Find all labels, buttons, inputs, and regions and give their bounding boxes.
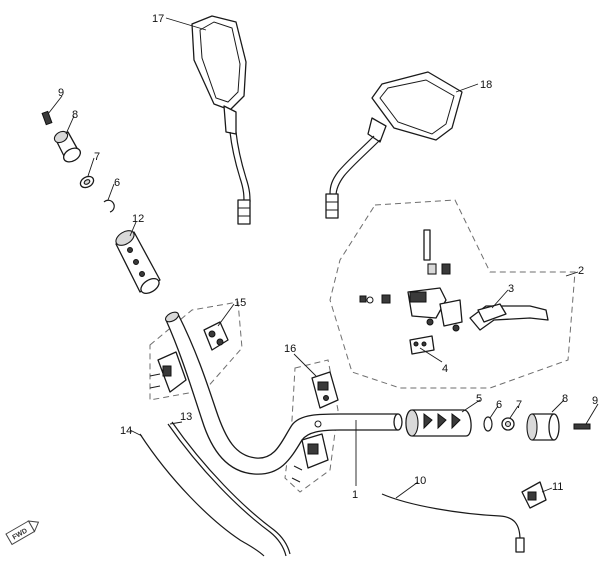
brake-cable [381, 493, 525, 553]
callout-11: 11 [552, 481, 563, 493]
fwd-direction-marker: FWD [5, 520, 40, 546]
callout-13: 13 [180, 411, 192, 423]
callout-17: 17 [152, 13, 164, 25]
right-switch-housing [291, 371, 339, 483]
right-bar-end-weight [526, 413, 560, 441]
leader-lines [47, 17, 599, 499]
right-circlip [483, 416, 493, 432]
left-washer [79, 175, 95, 189]
callout-14: 14 [120, 425, 132, 437]
callout-8-right: 8 [562, 393, 568, 405]
left-bar-end-nut [41, 110, 53, 126]
callout-7-left: 7 [94, 151, 100, 163]
left-grip [115, 230, 161, 294]
callout-labels: 17 18 9 8 7 6 12 15 16 2 3 4 5 6 7 8 9 1… [58, 13, 598, 501]
mirror-left [191, 15, 251, 225]
right-washer [501, 417, 515, 431]
callout-1: 1 [352, 489, 358, 501]
cable-clamp [521, 481, 547, 509]
callout-3: 3 [508, 283, 514, 295]
brake-lever-assembly [359, 229, 549, 355]
callout-9-right: 9 [592, 395, 598, 407]
callout-2: 2 [578, 265, 584, 277]
callout-9-left: 9 [58, 87, 64, 99]
right-grip [405, 409, 472, 437]
left-switch-housing [149, 321, 229, 393]
callout-12: 12 [132, 213, 144, 225]
throttle-cable [167, 421, 291, 557]
switch-15-outline [149, 301, 243, 401]
left-bar-end-weight [53, 130, 82, 163]
callout-4: 4 [442, 363, 448, 375]
callout-6-left: 6 [114, 177, 120, 189]
left-circlip [103, 199, 115, 213]
handlebar [164, 311, 403, 475]
callout-16: 16 [284, 343, 296, 355]
callout-7-right: 7 [516, 399, 522, 411]
callout-10: 10 [414, 475, 426, 487]
clutch-cable [139, 433, 265, 557]
callout-15: 15 [234, 297, 246, 309]
callout-8-left: 8 [72, 109, 78, 121]
assembly-2-outline [329, 199, 576, 389]
callout-6-right: 6 [496, 399, 502, 411]
mirror-right [325, 71, 463, 219]
callout-18: 18 [480, 79, 492, 91]
callout-5: 5 [476, 393, 482, 405]
right-bar-end-nut [573, 423, 591, 430]
